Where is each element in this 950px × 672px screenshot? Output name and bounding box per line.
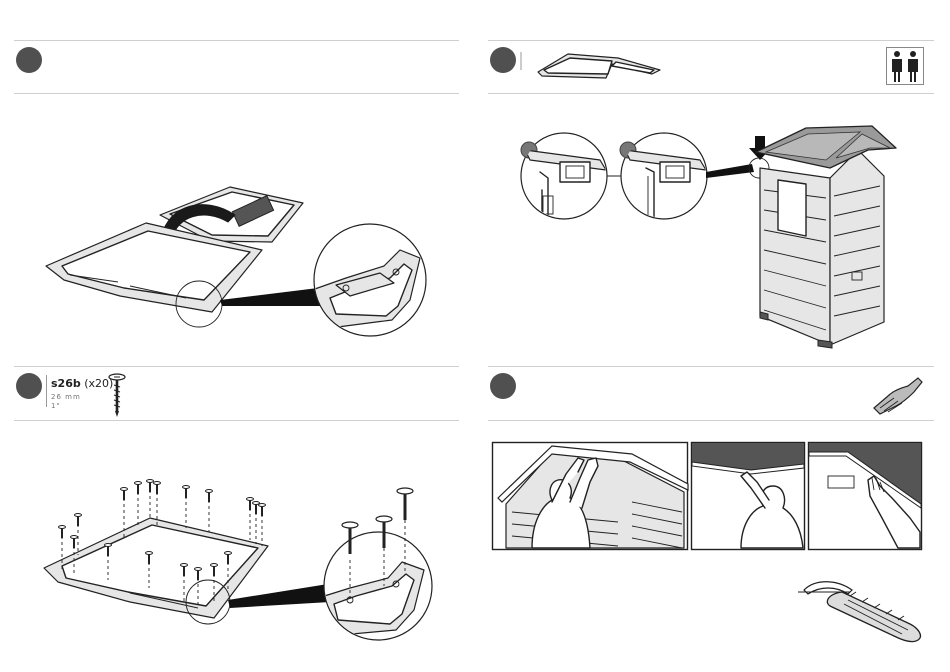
shed-window <box>778 180 806 236</box>
frame-person-lifting-roof <box>492 442 688 550</box>
frame-hand-on-gutter <box>808 442 922 550</box>
header-rule-top <box>488 366 934 367</box>
screw-detail-zoom <box>318 532 432 640</box>
header-rule-bottom <box>488 420 934 421</box>
zoom-connector <box>706 164 754 178</box>
screwdriver-icon <box>870 374 926 414</box>
shed-roof <box>756 126 896 168</box>
screwdriver-illustration <box>790 570 940 650</box>
zoom-connector <box>228 584 330 608</box>
gutter-detail-b <box>620 133 707 220</box>
gutter-detail-a <box>521 133 607 220</box>
screw-floor-illustration <box>0 0 475 672</box>
shed-body <box>760 150 884 348</box>
frame-person-under-eave <box>691 442 805 550</box>
step-marker-4 <box>490 373 516 399</box>
